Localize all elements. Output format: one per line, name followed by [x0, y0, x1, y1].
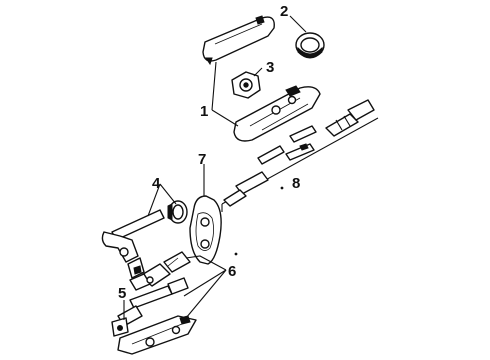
- part-upper-shaft: [101, 209, 165, 279]
- part-lower-shaft: [111, 277, 189, 337]
- callout-3: 3: [266, 59, 274, 76]
- reference-dot: [234, 252, 238, 256]
- part-bearing: [167, 200, 188, 224]
- part-lower-shroud: [233, 85, 321, 142]
- part-coupler: [325, 99, 375, 137]
- callout-8: 8: [292, 175, 300, 192]
- part-lock-housing: [231, 71, 261, 99]
- callout-4: 4: [152, 175, 161, 192]
- part-intermediate-shaft: [129, 251, 191, 291]
- callout-5: 5: [118, 285, 126, 302]
- leader-lines: [123, 15, 307, 320]
- callout-7: 7: [198, 151, 206, 168]
- part-upper-shroud: [202, 15, 275, 66]
- part-intermediate-shaft-pieces: [285, 125, 317, 161]
- callout-2: 2: [280, 3, 288, 20]
- callout-6: 6: [228, 263, 236, 280]
- callout-1: 1: [200, 103, 208, 120]
- part-lower-bracket: [117, 315, 197, 355]
- reference-dot: [280, 186, 284, 190]
- part-horn-cap: [295, 32, 325, 59]
- part-lower-shaft-pieces: [223, 145, 285, 207]
- part-seal-plate: [189, 195, 222, 265]
